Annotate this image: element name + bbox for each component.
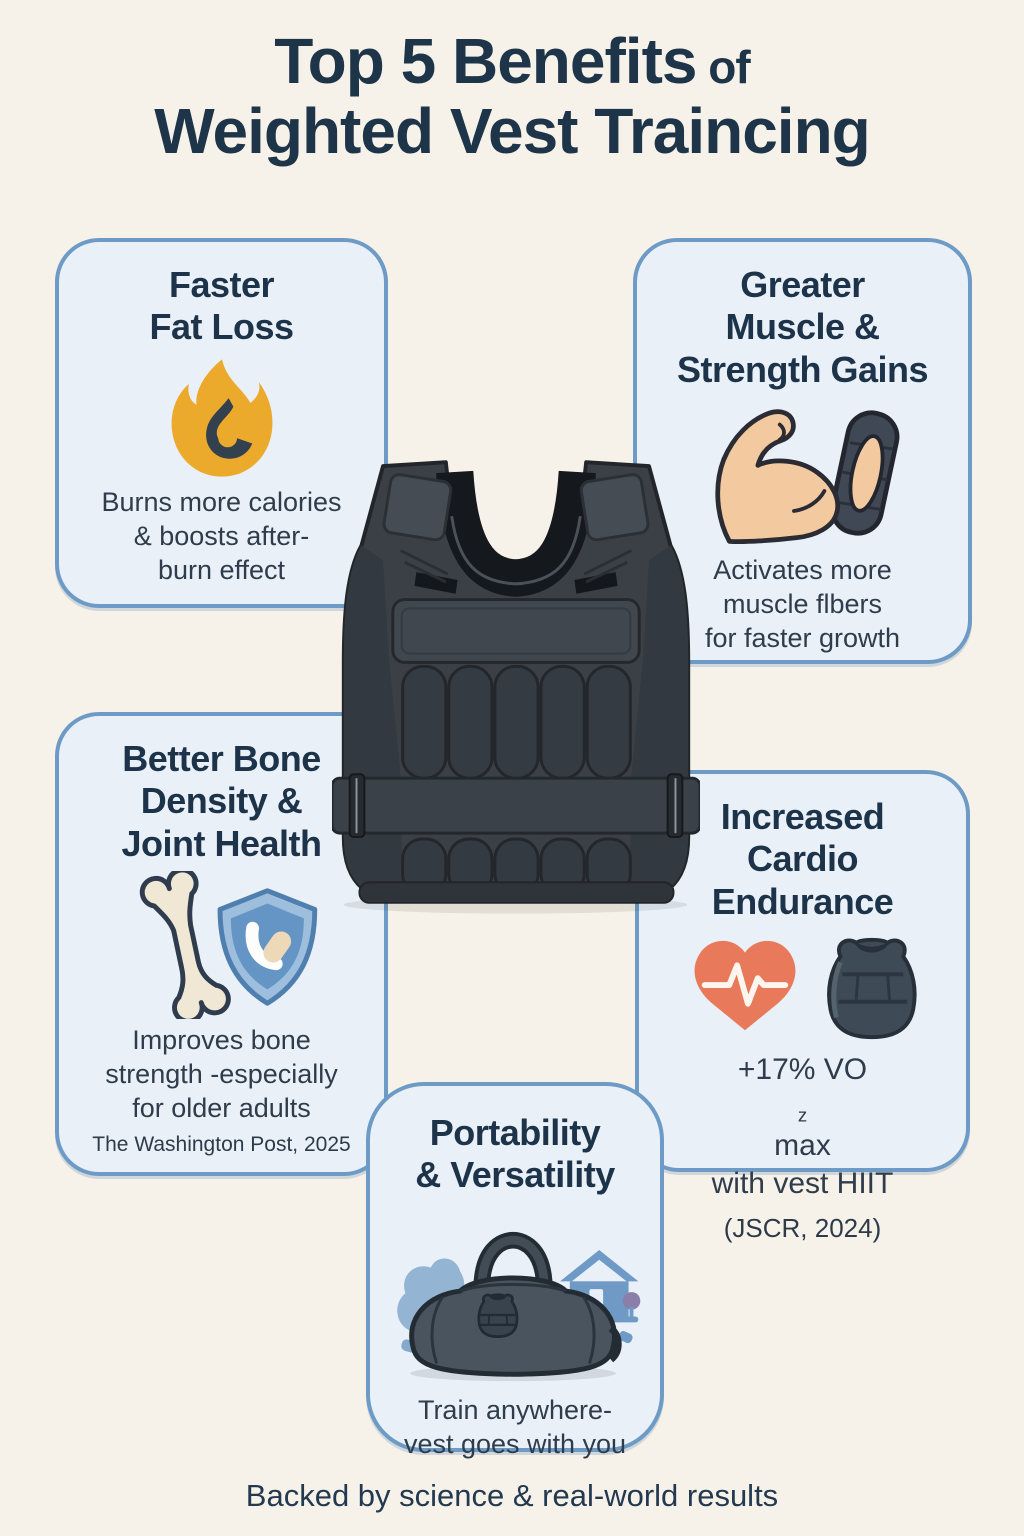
vest-print-icon xyxy=(477,1293,519,1338)
duffel-bag-home-scene-icon xyxy=(370,1203,660,1389)
title-line-1: Top 5 Benefits of xyxy=(274,25,750,97)
card-muscle-strength-gains: Greater Muscle & Strength Gains Activate… xyxy=(633,238,972,664)
card-body: Burns more calories & boosts after- burn… xyxy=(101,486,342,585)
vo2-subscript: z xyxy=(797,1104,808,1126)
card-heading: Greater Muscle & Strength Gains xyxy=(676,264,929,390)
mini-vest-icon xyxy=(826,938,917,1040)
bicep-weight-cuff-icon xyxy=(637,397,968,549)
citation: (JSCR, 2024) xyxy=(723,1212,882,1243)
card-body: Improves bone strength -especially for o… xyxy=(105,1025,338,1124)
title-line-2: Weighted Vest Traincing xyxy=(154,95,871,168)
card-faster-fat-loss: Faster Fat Loss Burns more calories & bo… xyxy=(55,238,388,608)
card-portability-versatility: Portability & Versatility xyxy=(366,1082,664,1459)
card-heading: Increased Cardio Endurance xyxy=(711,796,894,922)
card-bone-density-joint-health: Better Bone Density & Joint Health Impro… xyxy=(55,712,388,1176)
page-title: Top 5 Benefits of Weighted Vest Traincin… xyxy=(0,26,1024,167)
bone-shield-icon xyxy=(59,871,384,1020)
heart-ekg-and-mini-vest-icon xyxy=(639,929,966,1047)
card-body: Train anywhere- vest goes with you xyxy=(403,1394,627,1459)
footer-tagline: Backed by science & real-world results xyxy=(245,1478,779,1513)
card-body: Activates more muscle flbers for faster … xyxy=(704,555,901,654)
card-heading: Faster Fat Loss xyxy=(149,264,294,348)
duffel-bag-icon xyxy=(409,1231,622,1382)
citation: The Washington Post, 2025 xyxy=(92,1133,351,1157)
weighted-vest-image xyxy=(330,450,702,916)
card-heading: Portability & Versatility xyxy=(415,1112,615,1196)
title-of: of xyxy=(696,41,750,93)
flame-calorie-icon xyxy=(59,355,384,481)
card-heading: Better Bone Density & Joint Health xyxy=(121,738,322,864)
